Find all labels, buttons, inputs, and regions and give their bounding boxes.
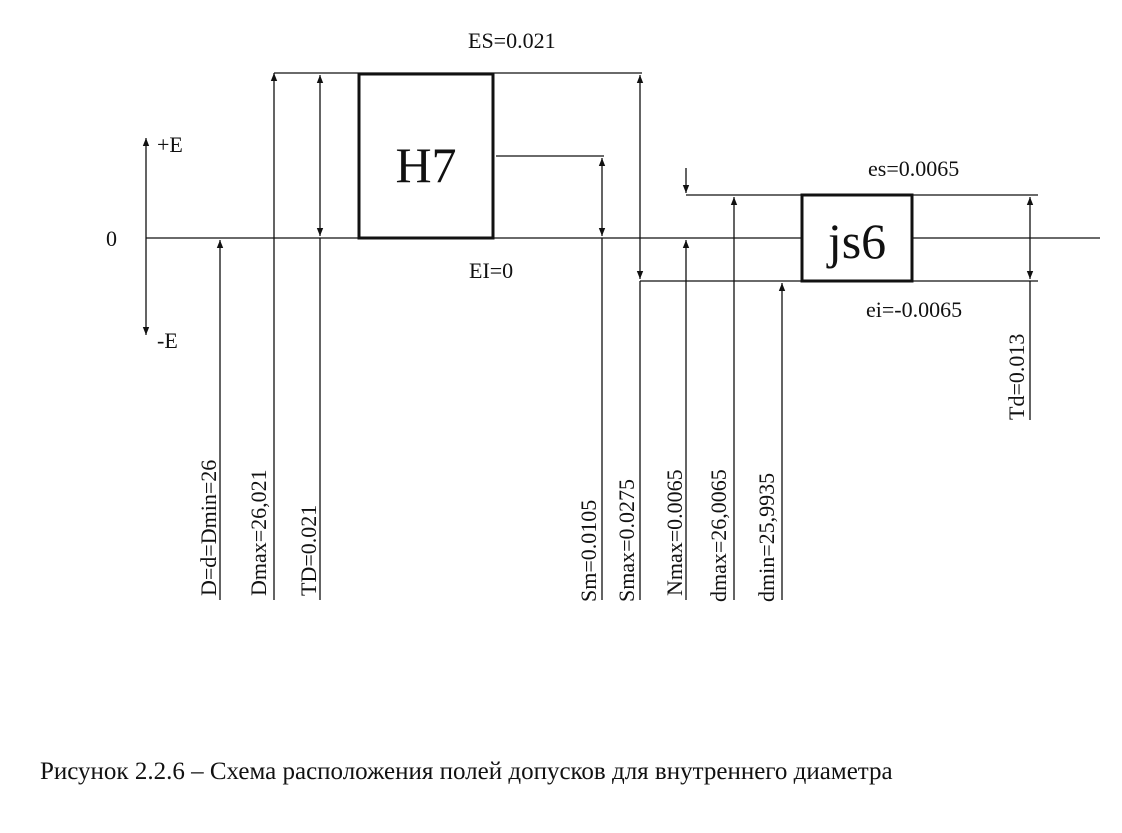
h7-label: H7: [395, 137, 456, 193]
figure-caption: Рисунок 2.2.6 – Схема расположения полей…: [40, 758, 893, 785]
dim-label-nmax: Nmax=0.0065: [662, 469, 687, 596]
js6-label: js6: [826, 213, 886, 269]
h7-tolerance-field: [357, 72, 495, 240]
dim-label-dmin-hole: D=d=Dmin=26: [196, 460, 221, 596]
es-label: ES=0.021: [468, 28, 556, 53]
es-shaft-label: es=0.0065: [868, 156, 959, 181]
dim-label-td: TD=0.021: [296, 505, 321, 596]
dim-label-sm: Sm=0.0105: [576, 500, 601, 602]
ei-label: EI=0: [469, 258, 513, 283]
zero-label: 0: [106, 226, 117, 251]
dim-label-dmax-shaft: dmax=26,0065: [706, 469, 731, 602]
minus-e-label: -E: [157, 328, 178, 353]
td-shaft-label: Td=0.013: [1004, 334, 1029, 420]
ei-shaft-label: ei=-0.0065: [866, 297, 962, 322]
plus-e-label: +E: [157, 132, 183, 157]
js6-tolerance-field: [800, 193, 914, 283]
dim-label-dmin-shaft: dmin=25,9935: [754, 473, 779, 602]
dim-label-dmax-hole: Dmax=26,021: [246, 469, 271, 596]
dim-label-smax: Smax=0.0275: [614, 479, 639, 602]
